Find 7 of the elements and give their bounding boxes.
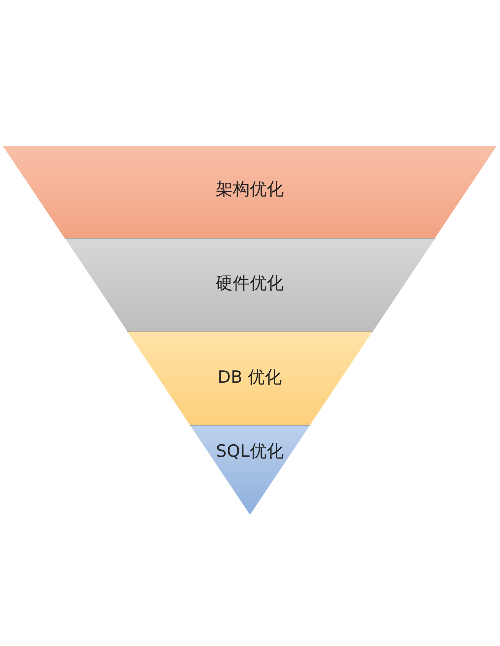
funnel-layer	[64, 238, 436, 331]
funnel-layer	[190, 425, 310, 515]
layer-label: 硬件优化	[216, 274, 284, 294]
funnel-layer	[3, 146, 497, 238]
layer-label: SQL优化	[216, 442, 284, 462]
layer-label: 架构优化	[216, 180, 284, 200]
layer-label: DB 优化	[218, 368, 282, 388]
